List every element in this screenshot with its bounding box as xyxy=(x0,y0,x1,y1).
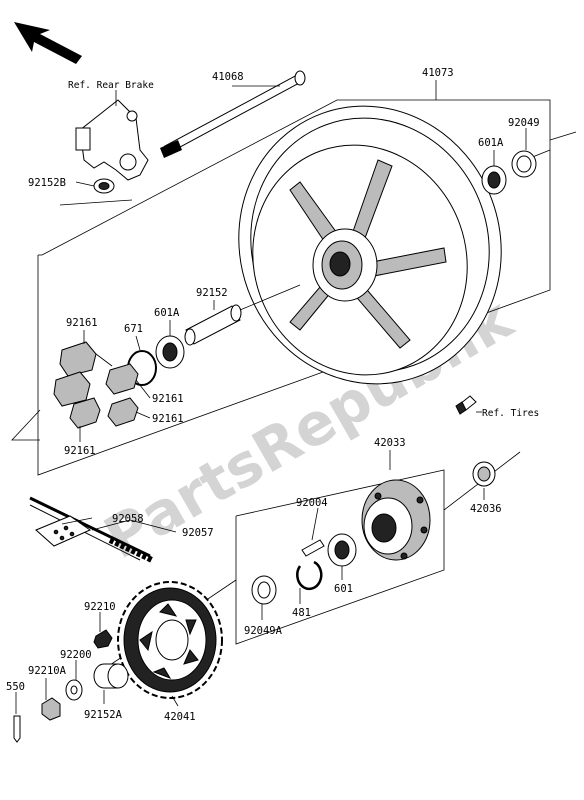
spacer-92152 xyxy=(184,284,301,346)
label-41073: 41073 xyxy=(422,67,454,79)
label-42033: 42033 xyxy=(374,437,406,449)
drive-chain xyxy=(29,496,154,563)
bearing-601a-mid xyxy=(155,335,185,369)
brake-bracket xyxy=(75,99,149,181)
leader-lines xyxy=(15,80,527,714)
label-92049a: 92049A xyxy=(244,625,283,637)
label-671: 671 xyxy=(124,323,143,335)
label-92049: 92049 xyxy=(508,117,540,129)
label-42036: 42036 xyxy=(470,503,502,515)
rear-wheel xyxy=(238,105,502,385)
label-92210: 92210 xyxy=(84,601,116,613)
label-550: 550 xyxy=(6,681,25,693)
label-92152a: 92152A xyxy=(84,709,123,721)
bearing-601 xyxy=(327,533,357,567)
label-92161-b: 92161 xyxy=(152,393,184,405)
cotter-pin-550 xyxy=(13,715,21,743)
nut-92210 xyxy=(93,629,113,649)
label-92152b: 92152B xyxy=(28,177,66,189)
label-601a-mid: 601A xyxy=(154,307,180,319)
label-92210a: 92210A xyxy=(28,665,67,677)
label-601a-top: 601A xyxy=(478,137,504,149)
axle xyxy=(160,70,306,158)
label-41068: 41068 xyxy=(212,71,244,83)
labels: Ref. Rear Brake 41068 41073 92049 601A 9… xyxy=(6,67,540,723)
label-92161-c: 92161 xyxy=(152,413,184,425)
valve-stem xyxy=(455,395,477,415)
seal-92049 xyxy=(511,150,537,178)
stud-92004 xyxy=(301,539,325,557)
seal-92049a xyxy=(251,575,277,605)
label-92161-d: 92161 xyxy=(64,445,96,457)
nut-92210a xyxy=(41,697,61,721)
collar-92152a xyxy=(93,663,129,689)
collar-92152b xyxy=(93,178,115,194)
circlip-481 xyxy=(296,560,323,591)
label-481: 481 xyxy=(292,607,311,619)
label-92004: 92004 xyxy=(296,497,328,509)
label-92152: 92152 xyxy=(196,287,228,299)
sprocket-hub-42033 xyxy=(361,479,431,561)
collar-42036 xyxy=(472,461,496,487)
label-92057: 92057 xyxy=(182,527,214,539)
rear-sprocket-42041 xyxy=(117,581,223,699)
washer-92200 xyxy=(65,679,83,701)
label-42041: 42041 xyxy=(164,711,196,723)
label-92200: 92200 xyxy=(60,649,92,661)
label-92058: 92058 xyxy=(112,513,144,525)
ref-rear-brake: Ref. Rear Brake xyxy=(68,80,154,91)
label-601: 601 xyxy=(334,583,353,595)
bearing-601a-top xyxy=(481,165,507,195)
damper-group-92161 xyxy=(53,341,139,429)
wheel-frame-outline xyxy=(11,99,577,476)
label-92161-a: 92161 xyxy=(66,317,98,329)
direction-arrow-icon xyxy=(14,22,82,64)
ref-tires: Ref. Tires xyxy=(482,408,539,419)
